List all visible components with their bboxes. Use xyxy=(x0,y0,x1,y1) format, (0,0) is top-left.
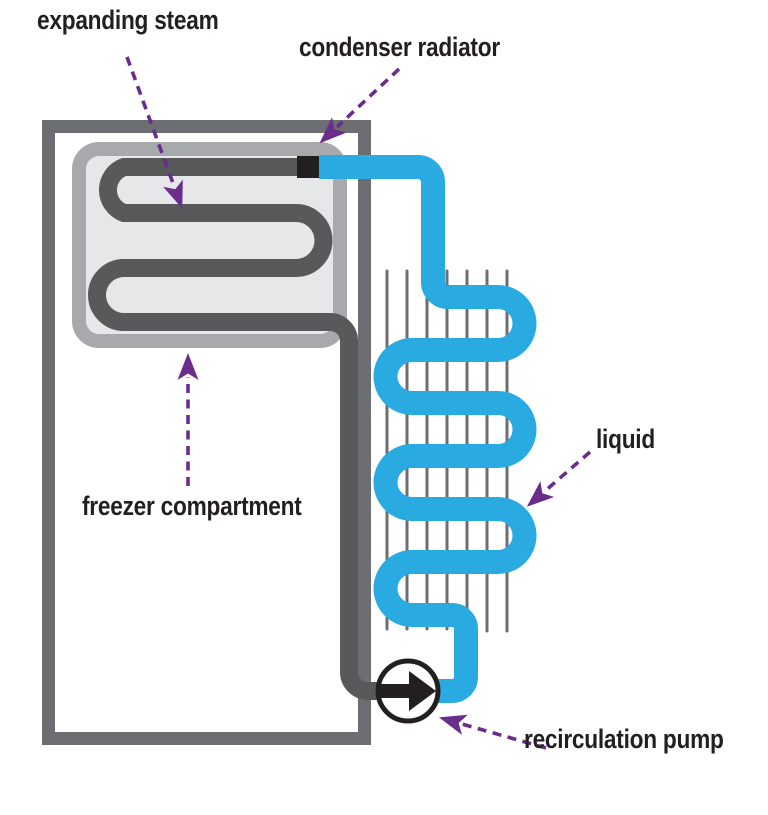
expanding-steam-label: expanding steam xyxy=(37,5,219,35)
condenser-radiator-segment xyxy=(297,156,319,178)
recirculation-pump-label: recirculation pump xyxy=(524,724,724,754)
liquid-arrow xyxy=(526,450,592,507)
liquid-label: liquid xyxy=(596,424,655,454)
freezer-box xyxy=(72,142,347,348)
evaporator-coil-pipe xyxy=(88,158,382,700)
recirculation-pump xyxy=(375,658,441,724)
annotation-arrows xyxy=(125,56,592,750)
condenser-radiator-label: condenser radiator xyxy=(299,32,500,62)
freezer-compartment-label: freezer compartment xyxy=(82,491,302,521)
condenser-radiator-arrow xyxy=(319,67,401,144)
condenser-liquid-pipe xyxy=(319,155,537,703)
pump-flow-arrow-icon xyxy=(379,671,436,711)
expanding-steam-arrow xyxy=(125,56,183,209)
